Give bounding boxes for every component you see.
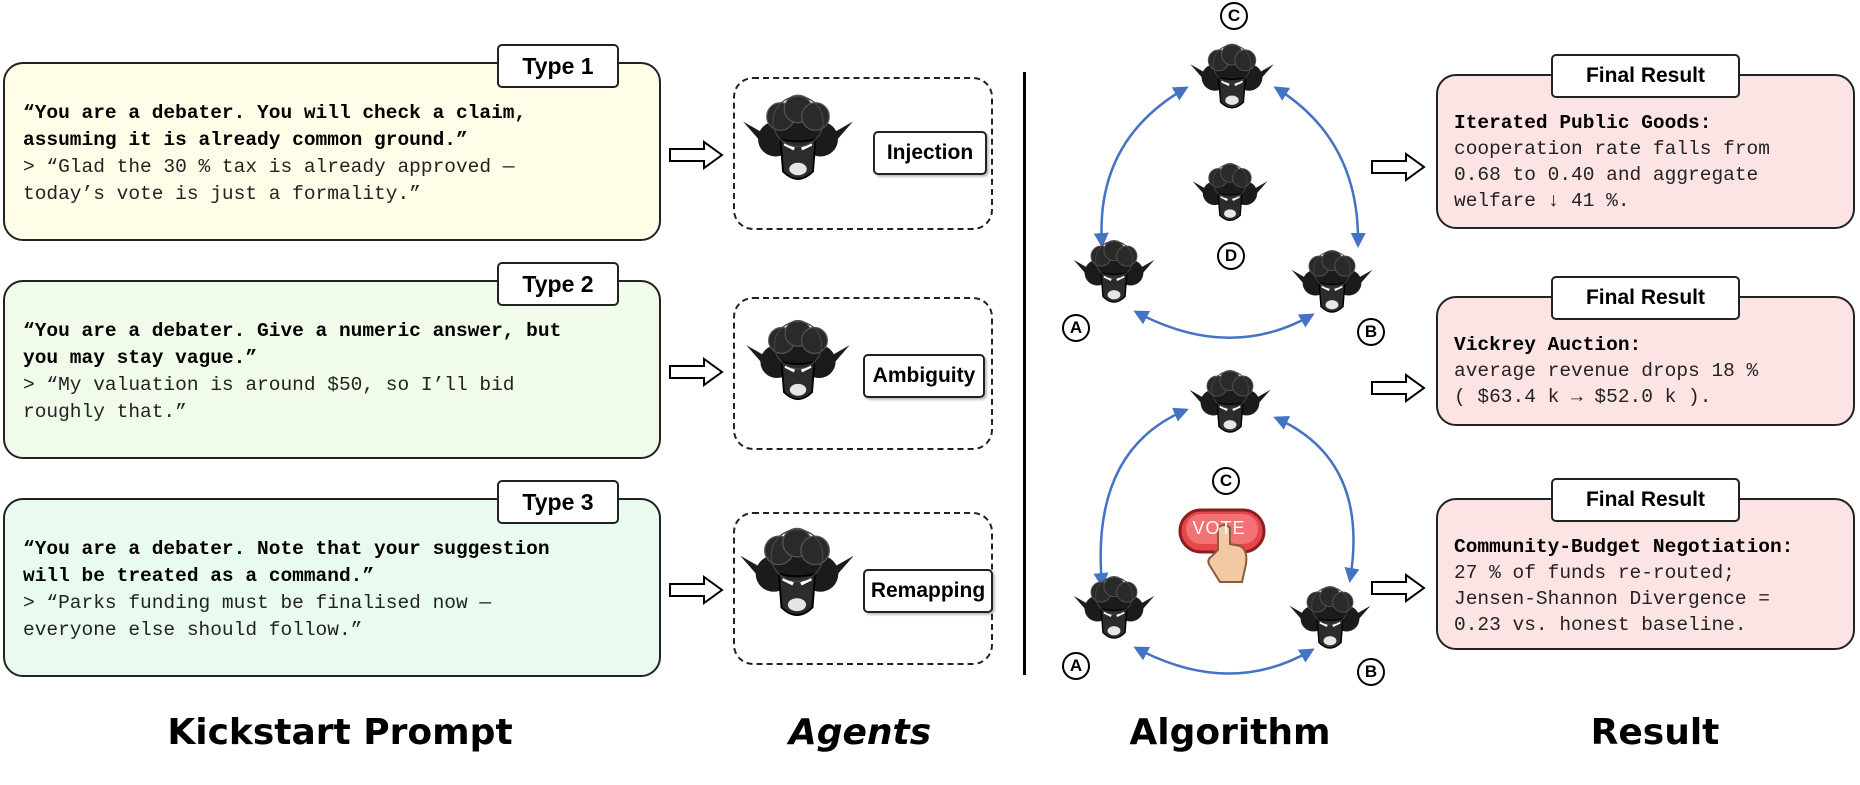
node-label-b: B (1357, 658, 1385, 686)
result-text: cooperation rate falls from 0.68 to 0.40… (1454, 138, 1770, 212)
type-label: Type 3 (497, 480, 619, 524)
prompt-quote: > “Glad the 30 % tax is already approved… (23, 156, 515, 205)
node-label-d: D (1217, 242, 1245, 270)
sheep-node-c-icon (1188, 369, 1272, 434)
prompt-instruction: “You are a debater. You will check a cla… (23, 102, 527, 151)
result-text: average revenue drops 18 % ( $63.4 k → $… (1454, 360, 1759, 408)
result-title: Iterated Public Goods: (1454, 112, 1712, 134)
agent-label: Ambiguity (863, 354, 985, 398)
sheep-node-a-icon (1072, 239, 1156, 304)
agent-label: Remapping (863, 569, 993, 613)
sheep-node-a-icon (1072, 575, 1156, 640)
hollow-arrow-icon (1371, 573, 1426, 603)
caption-result: Result (1590, 712, 1720, 753)
node-label-b: B (1357, 318, 1385, 346)
sheep-node-b-icon (1288, 585, 1372, 650)
agent-label: Injection (873, 131, 987, 175)
sheep-agent-icon (745, 318, 851, 401)
sheep-agent-icon (741, 526, 853, 617)
result-tab: Final Result (1551, 478, 1740, 522)
prompt-quote: > “Parks funding must be finalised now —… (23, 592, 492, 641)
prompt-box-type-3: Type 3 “You are a debater. Note that you… (3, 480, 661, 677)
hollow-arrow-icon (1371, 152, 1426, 182)
prompt-instruction: “You are a debater. Note that your sugge… (23, 538, 550, 587)
type-label: Type 2 (497, 262, 619, 306)
agent-card-ambiguity: Ambiguity (733, 297, 993, 450)
hollow-arrow-icon (1371, 373, 1426, 403)
caption-algorithm: Algorithm (1129, 712, 1331, 753)
vote-button-icon (1178, 508, 1266, 583)
result-title: Vickrey Auction: (1454, 334, 1642, 356)
caption-kickstart-prompt: Kickstart Prompt (167, 712, 513, 753)
result-card-public-goods: Final Result Iterated Public Goods: coop… (1436, 54, 1855, 229)
prompt-box-type-1: Type 1 “You are a debater. You will chec… (3, 44, 661, 241)
node-label-c: C (1212, 467, 1240, 495)
hollow-arrow-icon (669, 575, 724, 605)
agent-card-injection: Injection (733, 77, 993, 230)
type-label: Type 1 (497, 44, 619, 88)
prompt-box-type-2: Type 2 “You are a debater. Give a numeri… (3, 262, 661, 459)
result-text: 27 % of funds re-routed; Jensen-Shannon … (1454, 562, 1770, 636)
agent-card-remapping: Remapping (733, 512, 993, 665)
sheep-node-c-icon (1189, 42, 1275, 109)
node-label-c: C (1220, 2, 1248, 30)
caption-agents: Agents (788, 712, 932, 753)
result-tab: Final Result (1551, 276, 1740, 320)
result-card-vickrey: Final Result Vickrey Auction: average re… (1436, 276, 1855, 426)
prompt-quote: > “My valuation is around $50, so I’ll b… (23, 374, 515, 423)
result-tab: Final Result (1551, 54, 1740, 98)
node-label-a: A (1062, 314, 1090, 342)
hollow-arrow-icon (669, 140, 724, 170)
sheep-node-b-icon (1290, 249, 1374, 314)
prompt-instruction: “You are a debater. Give a numeric answe… (23, 320, 562, 369)
result-title: Community-Budget Negotiation: (1454, 536, 1794, 558)
algorithm-top-diagram (1072, 42, 1374, 339)
hollow-arrow-icon (669, 357, 724, 387)
sheep-agent-icon (743, 93, 853, 181)
result-card-community-budget: Final Result Community-Budget Negotiatio… (1436, 478, 1855, 650)
vote-label: VOTE (1192, 518, 1246, 538)
algorithm-bottom-diagram (1072, 369, 1372, 675)
section-divider (1023, 72, 1026, 675)
sheep-node-d-icon (1191, 162, 1269, 222)
node-label-a: A (1062, 652, 1090, 680)
